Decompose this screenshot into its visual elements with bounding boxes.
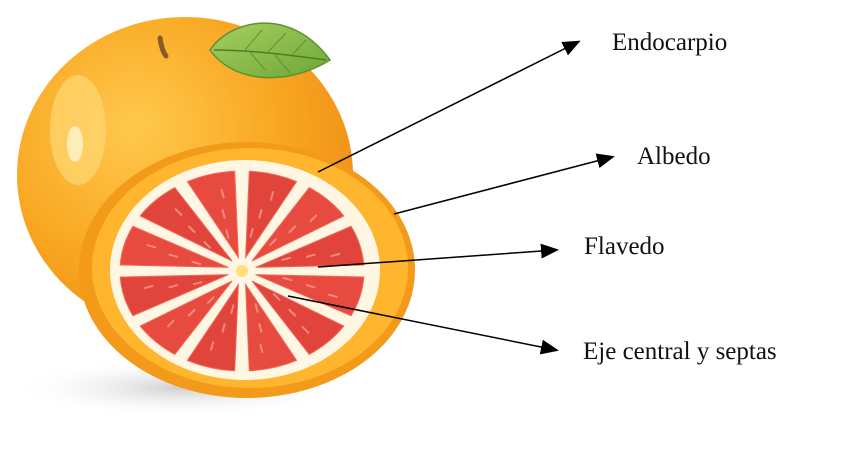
cut-half [79, 142, 415, 398]
label-albedo: Albedo [637, 144, 711, 169]
arrow-albedo [394, 157, 612, 214]
label-endocarpio: Endocarpio [612, 30, 727, 55]
label-eje-central-y-septas: Eje central y septas [583, 339, 777, 364]
label-flavedo: Flavedo [584, 234, 665, 259]
arrow-endocarpio [318, 42, 578, 172]
